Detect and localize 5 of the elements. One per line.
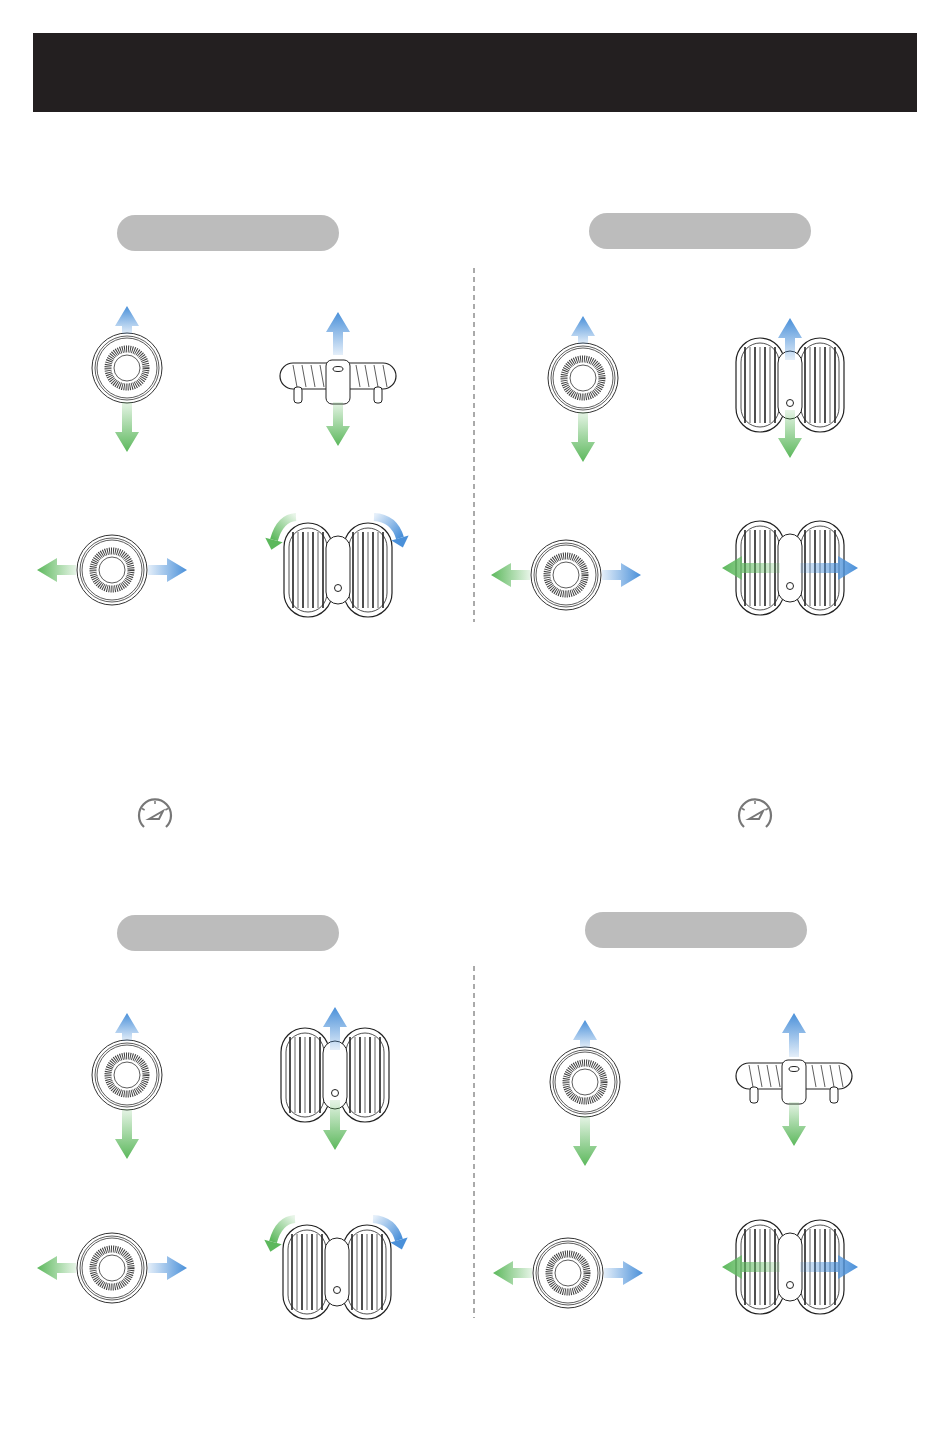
mode-pill	[117, 215, 339, 251]
header-bar	[33, 33, 917, 112]
mode-pill	[585, 912, 807, 948]
mode-pill	[589, 213, 811, 249]
mode-pill	[117, 915, 339, 951]
